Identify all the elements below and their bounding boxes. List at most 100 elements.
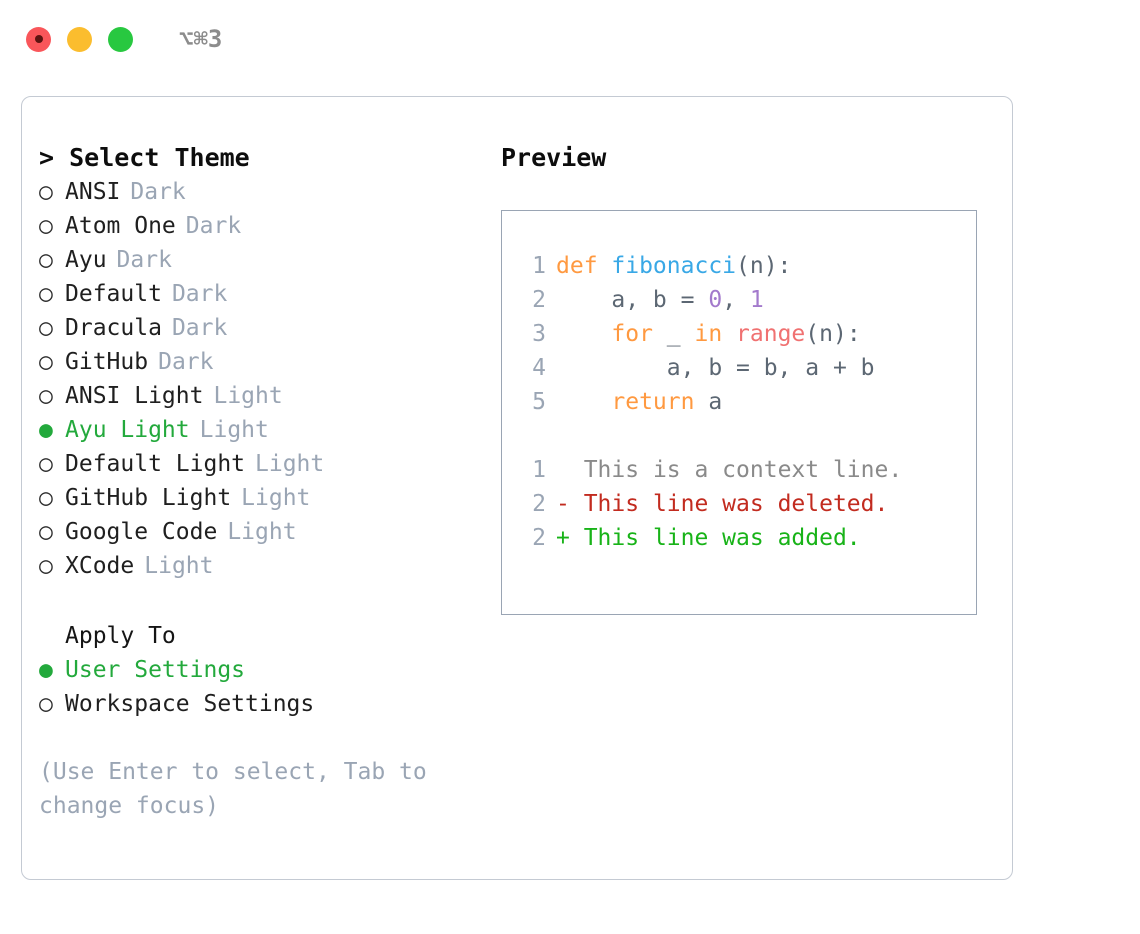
theme-option-label: ANSI xyxy=(65,179,121,205)
keyboard-hint-text: (Use Enter to select, Tab to change focu… xyxy=(39,759,427,819)
theme-option-label: Default Light xyxy=(65,451,246,477)
diff-content: This is a context line. xyxy=(569,457,903,483)
minimize-button[interactable] xyxy=(67,26,92,52)
code-token: fibonacci xyxy=(611,253,737,279)
theme-option-default[interactable]: ○ Default Dark xyxy=(39,277,479,311)
theme-selection-column: > Select Theme ○ ANSI Dark ○ Atom One Da… xyxy=(39,141,479,823)
theme-option-label: Ayu xyxy=(65,247,107,273)
keyboard-shortcut-label: ⌥⌘3 xyxy=(179,25,223,53)
code-token: a, b = xyxy=(556,287,709,313)
radio-selected-icon: ● xyxy=(39,657,53,683)
radio-icon: ○ xyxy=(39,213,53,239)
theme-picker-dialog: > Select Theme ○ ANSI Dark ○ Atom One Da… xyxy=(21,96,1013,880)
code-token xyxy=(556,321,611,347)
theme-option-github[interactable]: ○ GitHub Dark xyxy=(39,345,479,379)
line-number: 2 xyxy=(532,287,546,313)
code-line: 1 def fibonacci(n): xyxy=(518,249,976,283)
theme-option-label: GitHub Light xyxy=(65,485,232,511)
window-controls xyxy=(26,26,133,52)
theme-option-tag: Light xyxy=(199,417,269,443)
line-number: 2 xyxy=(532,525,546,551)
diff-sign: - xyxy=(556,491,570,517)
code-token: a xyxy=(694,389,723,415)
radio-icon: ○ xyxy=(39,281,53,307)
code-token: for xyxy=(611,321,653,347)
theme-option-dracula[interactable]: ○ Dracula Dark xyxy=(39,311,479,345)
radio-icon: ○ xyxy=(39,519,53,545)
line-number: 5 xyxy=(532,389,546,415)
radio-icon: ○ xyxy=(39,179,53,205)
radio-selected-icon: ● xyxy=(39,417,53,443)
code-token: _ xyxy=(652,321,695,347)
radio-icon: ○ xyxy=(39,553,53,579)
title-bar: ⌥⌘3 xyxy=(0,0,1140,78)
preview-heading: Preview xyxy=(501,143,607,172)
diff-line-deleted: 2 - This line was deleted. xyxy=(518,487,976,521)
theme-option-list: ○ ANSI Dark ○ Atom One Dark ○ Ayu Dark xyxy=(39,175,479,583)
radio-icon: ○ xyxy=(39,691,53,717)
line-number: 1 xyxy=(532,253,546,279)
code-token: a, b = b, a + b xyxy=(556,355,875,381)
theme-option-label: GitHub xyxy=(65,349,149,375)
theme-option-label: Atom One xyxy=(65,213,176,239)
diff-sign: + xyxy=(556,525,570,551)
theme-option-default-light[interactable]: ○ Default Light Light xyxy=(39,447,479,481)
apply-to-workspace-settings[interactable]: ○ Workspace Settings xyxy=(39,687,479,721)
code-content: return a xyxy=(556,385,722,419)
preview-spacer xyxy=(518,419,976,453)
theme-option-xcode[interactable]: ○ XCode Light xyxy=(39,549,479,583)
preview-panel: 1 def fibonacci(n): 2 a, b = 0, 1 3 for … xyxy=(501,210,977,615)
code-token xyxy=(722,321,736,347)
code-token: def xyxy=(556,253,612,279)
select-theme-heading: > Select Theme xyxy=(39,143,250,172)
theme-option-label: Google Code xyxy=(65,519,218,545)
theme-option-google-code[interactable]: ○ Google Code Light xyxy=(39,515,479,549)
theme-option-github-light[interactable]: ○ GitHub Light Light xyxy=(39,481,479,515)
code-line: 2 a, b = 0, 1 xyxy=(518,283,976,317)
code-token: in xyxy=(694,321,723,347)
theme-option-tag: Dark xyxy=(185,213,242,239)
theme-option-ayu-light[interactable]: ● Ayu Light Light xyxy=(39,413,479,447)
preview-column: Preview 1 def fibonacci(n): 2 a, b = 0, … xyxy=(501,141,991,615)
line-number: 1 xyxy=(532,457,546,483)
code-token: , xyxy=(722,287,750,313)
theme-option-atom-one[interactable]: ○ Atom One Dark xyxy=(39,209,479,243)
theme-option-label: XCode xyxy=(65,553,135,579)
line-number: 3 xyxy=(532,321,546,347)
radio-icon: ○ xyxy=(39,383,53,409)
theme-option-tag: Light xyxy=(144,553,214,579)
theme-option-tag: Light xyxy=(227,519,297,545)
diff-line-added: 2 + This line was added. xyxy=(518,521,976,555)
code-content: def fibonacci(n): xyxy=(556,249,791,283)
apply-to-label: User Settings xyxy=(65,657,246,683)
theme-option-ansi-light[interactable]: ○ ANSI Light Light xyxy=(39,379,479,413)
code-token: (n): xyxy=(736,253,792,279)
theme-option-tag: Light xyxy=(255,451,325,477)
code-token: (n): xyxy=(805,321,861,347)
code-content: for _ in range(n): xyxy=(556,317,861,351)
radio-icon: ○ xyxy=(39,485,53,511)
code-token: 1 xyxy=(749,287,764,313)
theme-option-ansi[interactable]: ○ ANSI Dark xyxy=(39,175,479,209)
code-token xyxy=(556,389,611,415)
apply-to-group: Apply To ● User Settings ○ Workspace Set… xyxy=(39,619,479,721)
radio-icon: ○ xyxy=(39,349,53,375)
close-button[interactable] xyxy=(26,26,51,52)
code-line: 4 a, b = b, a + b xyxy=(518,351,976,385)
theme-option-tag: Light xyxy=(213,383,283,409)
radio-icon: ○ xyxy=(39,315,53,341)
apply-to-heading: Apply To xyxy=(65,623,176,649)
apply-to-user-settings[interactable]: ● User Settings xyxy=(39,653,479,687)
maximize-button[interactable] xyxy=(108,26,133,52)
code-token: return xyxy=(611,389,695,415)
theme-option-ayu[interactable]: ○ Ayu Dark xyxy=(39,243,479,277)
theme-option-label: Default xyxy=(65,281,162,307)
theme-option-label: ANSI Light xyxy=(65,383,204,409)
theme-option-label: Ayu Light xyxy=(65,417,190,443)
theme-option-tag: Dark xyxy=(158,349,214,375)
diff-content: This line was deleted. xyxy=(569,491,889,517)
diff-sign xyxy=(556,453,570,487)
theme-option-tag: Dark xyxy=(171,281,228,307)
theme-option-tag: Light xyxy=(241,485,311,511)
